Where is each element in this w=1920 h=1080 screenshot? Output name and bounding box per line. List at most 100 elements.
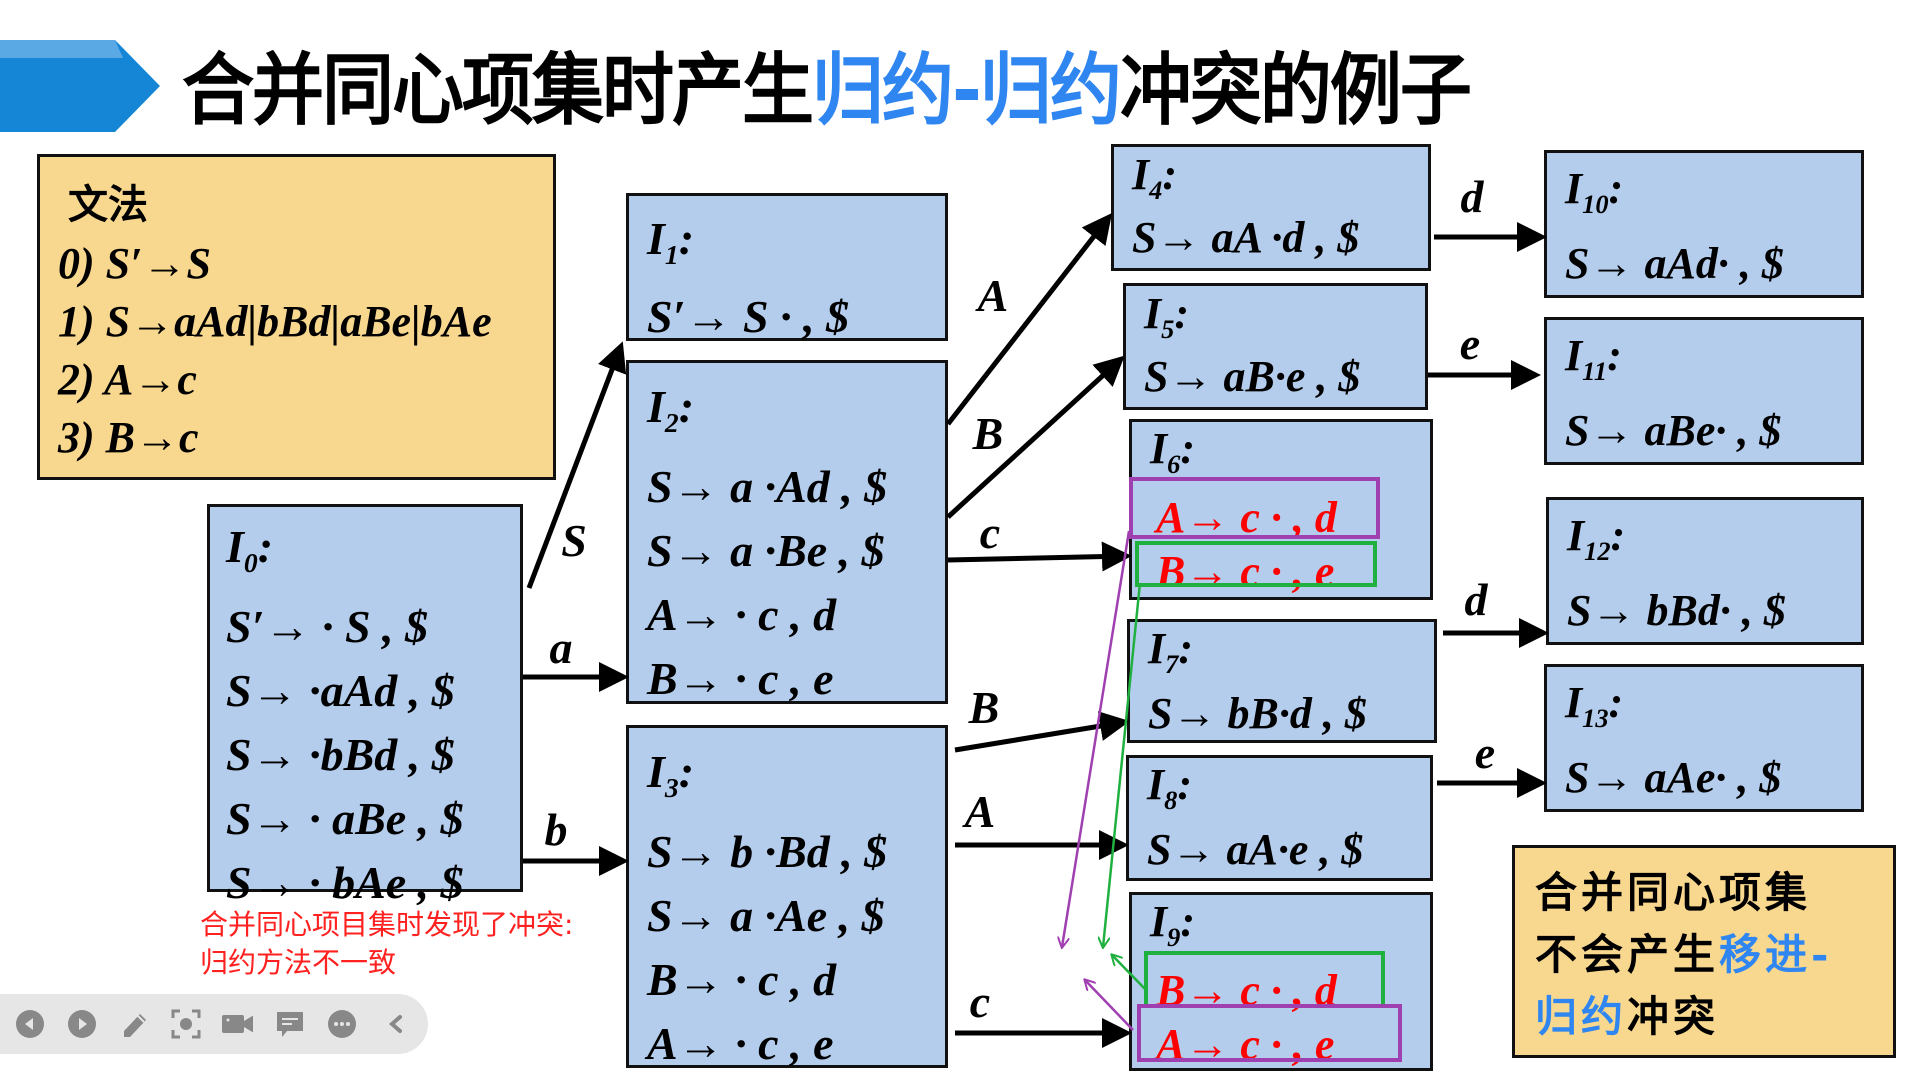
page-title: 合并同心项集时产生归约-归约冲突的例子 bbox=[182, 36, 1472, 144]
purple-highlight-box bbox=[1137, 1004, 1402, 1062]
title-banner-arrow bbox=[0, 40, 160, 132]
grammar-heading: 文法 bbox=[68, 181, 148, 228]
state-name: I bbox=[1565, 678, 1583, 727]
state-box-i13: I13:S→ aAe· , $ bbox=[1544, 664, 1864, 812]
transition-symbol: S bbox=[561, 515, 587, 566]
state-box-i0: I0:S′→ · S , $S→ ·aAd , $S→ ·bBd , $S→ ·… bbox=[207, 504, 523, 908]
note-highlight: 移进- bbox=[1719, 930, 1833, 979]
lr-item: S→ a ·Ae , $ bbox=[647, 890, 885, 942]
conflict-link-arrow bbox=[1103, 582, 1142, 947]
state-label: I2: bbox=[647, 381, 695, 439]
conflict-annotation: 合并同心项目集时发现了冲突: 归约方法不一致 bbox=[200, 906, 573, 982]
state-label: I8: bbox=[1147, 760, 1192, 815]
title-part3: 冲突的例子 bbox=[1119, 44, 1472, 136]
lr-item: S→ aA ·d , $ bbox=[1132, 212, 1360, 262]
state-name: I bbox=[226, 521, 244, 572]
collapse-chevron-icon[interactable] bbox=[380, 1008, 412, 1040]
state-subscript: 10 bbox=[1582, 188, 1609, 219]
state-label: I0: bbox=[226, 521, 274, 579]
state-name: I bbox=[1567, 511, 1585, 560]
state-subscript: 9 bbox=[1167, 921, 1181, 952]
state-name: I bbox=[1132, 150, 1150, 199]
lr-item: S→ aAd· , $ bbox=[1565, 238, 1784, 288]
state-name: I bbox=[1144, 289, 1162, 338]
state-name: I bbox=[1565, 331, 1583, 380]
state-box-i4: I4:S→ aA ·d , $ bbox=[1111, 144, 1431, 271]
transition-symbol: b bbox=[544, 804, 568, 855]
state-name: I bbox=[1150, 897, 1168, 946]
previous-icon[interactable] bbox=[14, 1008, 46, 1040]
state-box-i1: I1:S′→ S · , $ bbox=[626, 193, 948, 342]
state-name: I bbox=[1150, 424, 1168, 473]
state-label: I7: bbox=[1148, 624, 1193, 679]
state-name: I bbox=[1565, 164, 1583, 213]
state-subscript: 6 bbox=[1167, 448, 1181, 479]
pen-icon[interactable] bbox=[119, 1008, 151, 1040]
note-line: 归约冲突 bbox=[1535, 986, 1893, 1048]
transition-symbol: A bbox=[977, 270, 1009, 321]
transition-symbol: c bbox=[979, 507, 1001, 558]
state-name: I bbox=[647, 213, 665, 264]
screenshot-icon[interactable] bbox=[170, 1008, 202, 1040]
lr-item: S→ aBe· , $ bbox=[1565, 405, 1782, 455]
state-name: I bbox=[647, 381, 665, 432]
transition-symbol: B bbox=[972, 408, 1004, 459]
state-name: I bbox=[1147, 760, 1165, 809]
title-part1: 合并同心项集时产生 bbox=[182, 44, 814, 136]
green-highlight-box bbox=[1135, 541, 1377, 587]
state-subscript: 4 bbox=[1149, 174, 1163, 205]
lr-item: S→ aB·e , $ bbox=[1144, 351, 1361, 401]
lr-item: S→ a ·Ad , $ bbox=[647, 461, 888, 513]
lr-item: S→ b ·Bd , $ bbox=[647, 826, 888, 878]
next-icon[interactable] bbox=[66, 1008, 98, 1040]
state-box-i8: I8: S→ aA·e , $ bbox=[1126, 755, 1433, 881]
state-subscript: 5 bbox=[1161, 313, 1175, 344]
lr-item: S→ aA·e , $ bbox=[1147, 824, 1364, 874]
transition-symbol: B bbox=[968, 682, 1000, 733]
state-label: I12: bbox=[1567, 511, 1626, 566]
note-highlight: 归约 bbox=[1535, 992, 1628, 1041]
state-label: I5: bbox=[1144, 289, 1189, 344]
presentation-toolbar bbox=[0, 994, 428, 1054]
note-text: 冲突 bbox=[1627, 992, 1720, 1041]
conflict-link-arrow bbox=[1085, 980, 1134, 1031]
state-box-i10: I10: S→ aAd· , $ bbox=[1544, 150, 1864, 298]
annotation-line: 归约方法不一致 bbox=[200, 946, 397, 979]
lr-item: B→ c · , e bbox=[1156, 546, 1335, 596]
grammar-rule: 0) S′→S bbox=[58, 239, 211, 288]
note-line: 合并同心项集 bbox=[1535, 868, 1812, 917]
note-line: 不会产生移进- bbox=[1535, 924, 1893, 986]
state-box-i7: I7: S→ bB·d , $ bbox=[1127, 619, 1437, 743]
state-subscript: 0 bbox=[243, 547, 258, 579]
transition-arrow-i2-i4 bbox=[946, 213, 1113, 426]
state-subscript: 13 bbox=[1582, 702, 1609, 733]
state-subscript: 8 bbox=[1164, 784, 1178, 815]
purple-highlight-box bbox=[1129, 477, 1380, 539]
note-box: 合并同心项集 不会产生移进- 归约冲突 bbox=[1512, 845, 1896, 1058]
lr-item: S′→ · S , $ bbox=[226, 601, 429, 653]
state-label: I6: bbox=[1150, 424, 1195, 479]
note-text: 不会产生 bbox=[1535, 930, 1720, 979]
state-box-i12: I12:S→ bBd· , $ bbox=[1546, 497, 1864, 645]
transition-arrow-i2-i5 bbox=[946, 355, 1125, 519]
camera-icon[interactable] bbox=[221, 1008, 253, 1040]
lr-item: S→ aAe· , $ bbox=[1565, 752, 1782, 802]
state-subscript: 7 bbox=[1165, 648, 1179, 679]
state-name: I bbox=[647, 746, 665, 797]
lr-item: S→ · bAe , $ bbox=[226, 857, 464, 909]
state-label: I1: bbox=[647, 213, 695, 271]
transition-symbol: d bbox=[1460, 171, 1484, 222]
state-label: I10: bbox=[1565, 164, 1624, 219]
lr-item: B→ · c , d bbox=[647, 954, 837, 1006]
conflict-link-arrow bbox=[1062, 530, 1131, 947]
lr-item: S→ a ·Be , $ bbox=[647, 525, 885, 577]
transition-arrow-i2-i6 bbox=[947, 541, 1132, 572]
comment-icon[interactable] bbox=[274, 1008, 306, 1040]
transition-arrow-i0-i1 bbox=[526, 341, 627, 589]
lr-item: S→ bB·d , $ bbox=[1148, 688, 1367, 738]
grammar-rule: 1) S→aAd|bBd|aBe|bAe bbox=[58, 297, 492, 346]
lr-item: B→ · c , e bbox=[647, 653, 834, 705]
more-icon[interactable] bbox=[326, 1008, 358, 1040]
state-label: I11: bbox=[1565, 331, 1622, 386]
